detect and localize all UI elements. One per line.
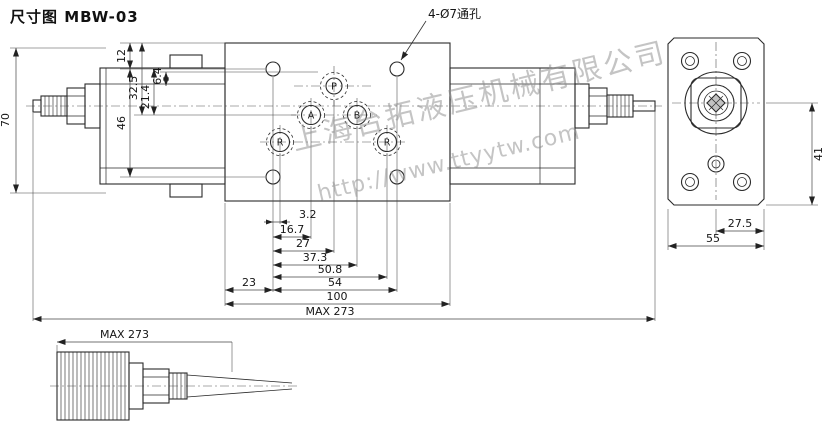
dim-23: 23 (242, 276, 256, 289)
side-view-dimension-labels: 41 27.5 55 (706, 147, 825, 245)
dim-detail-max-273: MAX 273 (100, 328, 149, 341)
horizontal-dimension-labels: 3.2 16.7 27 37.3 50.8 54 23 100 MAX 273 (242, 208, 355, 318)
through-hole-callout: 4-Ø7通孔 (400, 7, 481, 61)
center-bore (697, 84, 735, 122)
vertical-dimensions (10, 42, 318, 194)
dim-6-4: 6.4 (151, 67, 164, 85)
dim-21-4: 21.4 (139, 85, 152, 110)
left-top-tab (169, 54, 203, 69)
flange-bolt-hole (732, 172, 752, 192)
break-lines (186, 374, 293, 398)
dim-16-7: 16.7 (280, 223, 305, 236)
port-b-circle (346, 104, 368, 126)
flange-bolt-hole (680, 51, 700, 71)
drawing-title: 尺寸图 MBW-03 (10, 8, 139, 26)
port-r1-label: R (277, 138, 284, 149)
flange-bolt-hole (680, 172, 700, 192)
right-thread (606, 94, 634, 118)
port-r2-label: R (384, 138, 391, 149)
flange-outline (667, 37, 765, 206)
port-p-circle (325, 77, 343, 95)
dim-50-8: 50.8 (318, 263, 343, 276)
dim-12: 12 (115, 49, 128, 63)
dim-46: 46 (115, 116, 128, 130)
dim-3-2: 3.2 (299, 208, 317, 221)
horizontal-dimensions (32, 77, 656, 322)
through-hole (265, 61, 281, 77)
knob-thread (168, 372, 188, 400)
dim-55: 55 (706, 232, 720, 245)
dim-37-3: 37.3 (303, 251, 328, 264)
port-p-dashed (320, 72, 348, 100)
left-bottom-tab (169, 183, 203, 198)
center-boss (684, 71, 748, 135)
port-r1-circle (269, 131, 291, 153)
port-r1-dashed (266, 128, 294, 156)
detail-view (56, 351, 293, 421)
detail-dimension (56, 339, 233, 372)
port-a-circle (300, 104, 322, 126)
right-stem-tip (632, 100, 656, 112)
knob (56, 351, 130, 421)
port-a-label: A (308, 111, 315, 122)
mounting-plate (224, 42, 451, 202)
dim-54: 54 (328, 276, 342, 289)
flange-bolt-hole (732, 51, 752, 71)
dim-27: 27 (296, 237, 310, 250)
bottom-port-hole (707, 155, 725, 173)
dim-100: 100 (327, 290, 348, 303)
center-square (690, 77, 742, 129)
left-thread (40, 95, 68, 117)
port-r2-dashed (373, 128, 401, 156)
side-view-dimensions (667, 102, 818, 250)
through-hole-callout-label: 4-Ø7通孔 (428, 7, 481, 21)
dim-max-273: MAX 273 (305, 305, 354, 318)
side-view (667, 37, 765, 206)
vertical-dimension-labels: 70 12 46 32.5 21.4 6.4 (0, 49, 164, 130)
port-a-dashed (297, 101, 325, 129)
port-p-label: P (331, 82, 337, 93)
through-hole (389, 61, 405, 77)
dim-41: 41 (812, 147, 825, 161)
dim-70: 70 (0, 113, 12, 127)
port-b-label: B (354, 111, 361, 122)
main-view (32, 42, 656, 202)
port-b-dashed (343, 101, 371, 129)
port-r2-circle (376, 131, 398, 153)
port-labels: P A B R R (277, 82, 391, 149)
right-body (449, 67, 576, 185)
dim-27-5: 27.5 (728, 217, 753, 230)
dim-32-5: 32.5 (127, 76, 140, 101)
